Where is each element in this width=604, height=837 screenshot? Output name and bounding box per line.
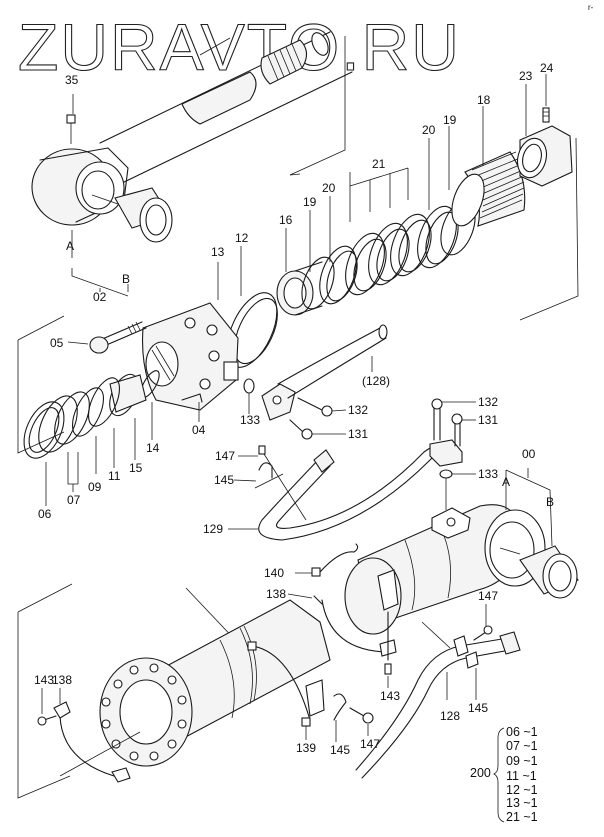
label-131-a: 131 — [348, 427, 368, 441]
piston-rod — [31, 31, 353, 226]
clamp-140 — [311, 543, 359, 577]
label-20-b: 20 — [422, 123, 436, 137]
pipe-129 — [258, 443, 441, 541]
label-128-ref: (128) — [362, 374, 390, 388]
part-18-piston — [451, 151, 526, 227]
label-132-b: 132 — [478, 395, 498, 409]
label-00-a: A — [502, 475, 510, 489]
label-07: 07 — [67, 493, 81, 507]
label-06: 06 — [38, 507, 52, 521]
rod-bushing — [114, 187, 173, 243]
label-12: 12 — [235, 231, 249, 245]
label-132-a: 132 — [348, 403, 368, 417]
kit-item: 09 ~1 — [506, 754, 538, 768]
label-133-b: 133 — [478, 467, 498, 481]
label-133-a: 133 — [240, 413, 260, 427]
part-16-bushing — [276, 261, 323, 316]
label-18: 18 — [477, 93, 491, 107]
label-139: 139 — [296, 741, 316, 755]
piston-rings — [301, 200, 476, 310]
label-131-b: 131 — [478, 413, 498, 427]
label-128: 128 — [440, 709, 460, 723]
kit-200-label: 200 — [470, 766, 491, 780]
part-13-ring — [234, 297, 278, 365]
label-05: 05 — [50, 336, 64, 350]
label-14: 14 — [146, 441, 160, 455]
kit-200-list: 200 06 ~1 07 ~1 09 ~1 11 ~1 12 ~1 13 ~1 … — [470, 725, 538, 824]
label-145-c: 145 — [468, 701, 488, 715]
clamp-138-b — [37, 701, 131, 783]
label-13: 13 — [211, 245, 225, 259]
label-04: 04 — [192, 423, 206, 437]
bolt-132-a — [297, 397, 323, 411]
label-00-b: B — [546, 495, 554, 509]
split-flange-b — [429, 398, 463, 467]
label-00: 00 — [522, 447, 536, 461]
part-23-nut — [516, 125, 573, 187]
label-138-a: 138 — [266, 587, 286, 601]
part-04-cylinder-head — [142, 302, 239, 411]
head-seals — [23, 370, 160, 459]
watermark-text: ZURAVTO.RU — [18, 10, 461, 84]
label-147-a: 147 — [215, 449, 235, 463]
label-129: 129 — [203, 522, 223, 536]
label-138-b: 138 — [52, 673, 72, 687]
label-02: 02 — [93, 290, 107, 304]
clip-145-b — [333, 693, 374, 724]
label-20-a: 20 — [322, 181, 336, 195]
kit-item: 21 ~1 — [506, 810, 538, 824]
kit-item: 07 ~1 — [506, 739, 538, 753]
label-145-b: 145 — [330, 743, 350, 757]
label-02-a: A — [66, 239, 74, 253]
label-143-a: 143 — [34, 673, 54, 687]
part-24-setscrew — [542, 74, 550, 123]
cylinder-tube-bottom — [59, 599, 331, 777]
label-19-b: 19 — [443, 113, 457, 127]
label-24: 24 — [540, 61, 554, 75]
hose-128-ref — [277, 324, 388, 399]
split-flange-a — [261, 383, 296, 421]
label-16: 16 — [279, 213, 293, 227]
part-133-oring-a — [243, 378, 255, 394]
clamp-138-a — [313, 569, 399, 657]
kit-item: 12 ~1 — [506, 783, 538, 797]
bolt-131-a — [289, 419, 304, 433]
kit-item: 11 ~1 — [506, 769, 537, 783]
clamp-139 — [247, 641, 325, 727]
grease-nipple-35 — [66, 94, 76, 144]
label-35: 35 — [65, 73, 79, 87]
part-133-oring-b — [439, 469, 453, 479]
label-143-b: 143 — [380, 689, 400, 703]
label-145-a: 145 — [214, 473, 234, 487]
label-09: 09 — [88, 480, 102, 494]
part-05-bolt — [89, 321, 147, 354]
cylinder-tube — [344, 504, 546, 635]
pipe-128 — [355, 621, 521, 779]
kit-item: 13 ~1 — [506, 796, 538, 810]
label-147-c: 147 — [478, 589, 498, 603]
label-15: 15 — [129, 461, 143, 475]
label-19-a: 19 — [303, 195, 317, 209]
label-21: 21 — [372, 157, 386, 171]
label-02-b: B — [122, 272, 130, 286]
label-140: 140 — [264, 566, 284, 580]
corner-mark: r- — [588, 3, 594, 12]
kit-item: 06 ~1 — [506, 725, 538, 739]
label-23: 23 — [519, 69, 533, 83]
cylinder-bushing — [519, 545, 579, 599]
clip-145-a — [254, 445, 307, 521]
label-11: 11 — [108, 469, 121, 483]
